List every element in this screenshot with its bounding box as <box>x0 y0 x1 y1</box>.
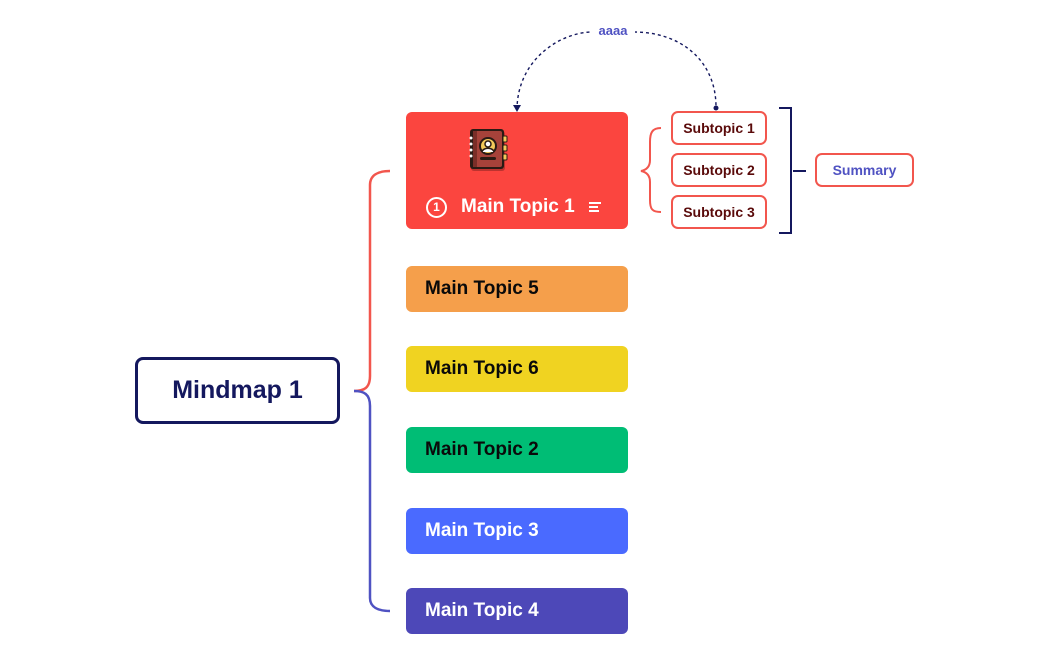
root-topic-label: Mindmap 1 <box>172 376 303 404</box>
topic-number-badge: 1 <box>426 196 447 218</box>
address-book-icon <box>468 128 508 178</box>
subtopic-3-label: Subtopic 3 <box>683 204 755 220</box>
branch-connector-lower <box>353 389 391 613</box>
main-topic-2[interactable]: Main Topic 2 <box>406 427 628 473</box>
main-topic-4[interactable]: Main Topic 4 <box>406 588 628 634</box>
subtopic-1-label: Subtopic 1 <box>683 120 755 136</box>
main-topic-6-label: Main Topic 6 <box>425 358 539 379</box>
note-icon[interactable] <box>588 200 601 215</box>
main-topic-3-label: Main Topic 3 <box>425 520 539 541</box>
subtopic-2-label: Subtopic 2 <box>683 162 755 178</box>
main-topic-5[interactable]: Main Topic 5 <box>406 266 628 312</box>
summary-topic[interactable]: Summary <box>815 153 914 187</box>
main-topic-5-label: Main Topic 5 <box>425 278 539 299</box>
relationship-start-dot <box>713 105 719 111</box>
branch-connector-upper <box>353 169 391 393</box>
main-topic-4-label: Main Topic 4 <box>425 600 539 621</box>
summary-bracket <box>779 107 792 234</box>
main-topic-1[interactable]: 1 Main Topic 1 <box>406 112 628 229</box>
main-topic-6[interactable]: Main Topic 6 <box>406 346 628 392</box>
subtopic-2[interactable]: Subtopic 2 <box>671 153 767 187</box>
main-topic-2-label: Main Topic 2 <box>425 439 539 460</box>
root-topic[interactable]: Mindmap 1 <box>135 357 340 424</box>
subtopic-1[interactable]: Subtopic 1 <box>671 111 767 145</box>
relationship-arrowhead <box>513 105 521 112</box>
main-topic-1-label: Main Topic 1 <box>461 196 575 217</box>
summary-label: Summary <box>832 162 897 178</box>
relationship-line <box>516 31 717 111</box>
subtopic-3[interactable]: Subtopic 3 <box>671 195 767 229</box>
main-topic-3[interactable]: Main Topic 3 <box>406 508 628 554</box>
relationship-label[interactable]: aaaa <box>591 23 635 38</box>
subtopic-connector <box>640 127 662 213</box>
